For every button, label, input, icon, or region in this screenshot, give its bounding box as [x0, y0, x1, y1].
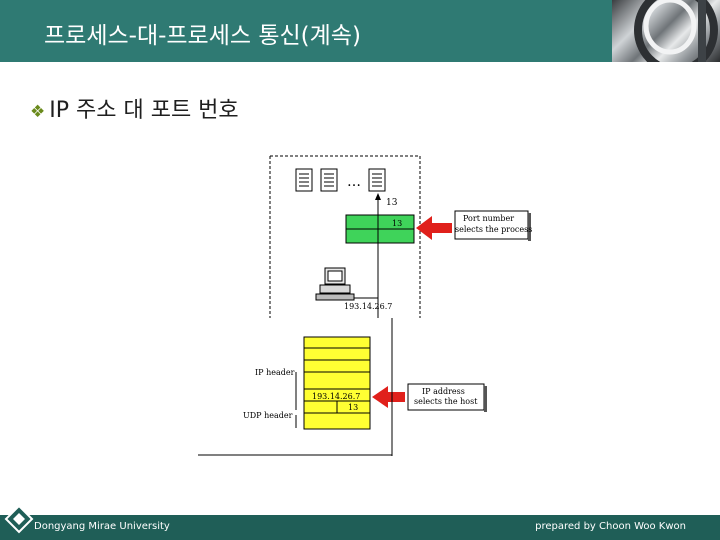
port-callout-line1: Port number [463, 214, 514, 223]
packet-port: 13 [348, 403, 358, 412]
port-label-box: 13 [392, 219, 402, 228]
port-callout-box [454, 210, 529, 240]
diamond-bullet-icon: ❖ [30, 102, 46, 122]
bullet-ip-vs-port: ❖IP 주소 대 포트 번호 [30, 92, 239, 124]
red-arrow-port [416, 216, 452, 240]
ip-callout-line2: selects the host [414, 397, 478, 406]
footer-university: Dongyang Mirae University [34, 521, 170, 532]
process-document-icon [320, 168, 338, 192]
packet-ip: 193.14.26.7 [312, 392, 360, 401]
port-label-top: 13 [386, 198, 398, 208]
ip-callout-line1: IP address [422, 387, 465, 396]
ip-header-label: IP header [255, 368, 295, 377]
slide-title: 프로세스-대-프로세스 통신(계속) [44, 23, 361, 49]
title-bar [0, 0, 612, 62]
footer-author: prepared by Choon Woo Kwon [535, 521, 686, 532]
metal-swirl-graphic [634, 0, 718, 62]
udp-header-label: UDP header [243, 411, 293, 420]
ellipsis-label: … [347, 174, 361, 190]
host-boundary [269, 155, 421, 318]
arrow-head-icon [375, 193, 381, 200]
process-document-icon [368, 168, 386, 192]
packet-box [303, 336, 371, 430]
host-computer-icon [315, 267, 355, 301]
port-callout-line2: selects the process [455, 225, 532, 234]
red-arrow-ip [372, 386, 405, 408]
footer-bar [0, 515, 720, 540]
corner-decoration-image [612, 0, 720, 62]
bullet-text: IP 주소 대 포트 번호 [49, 98, 239, 123]
logo-diamond-icon [4, 504, 34, 534]
host-ip-label: 193.14.26.7 [344, 302, 392, 311]
process-document-icon [295, 168, 313, 192]
